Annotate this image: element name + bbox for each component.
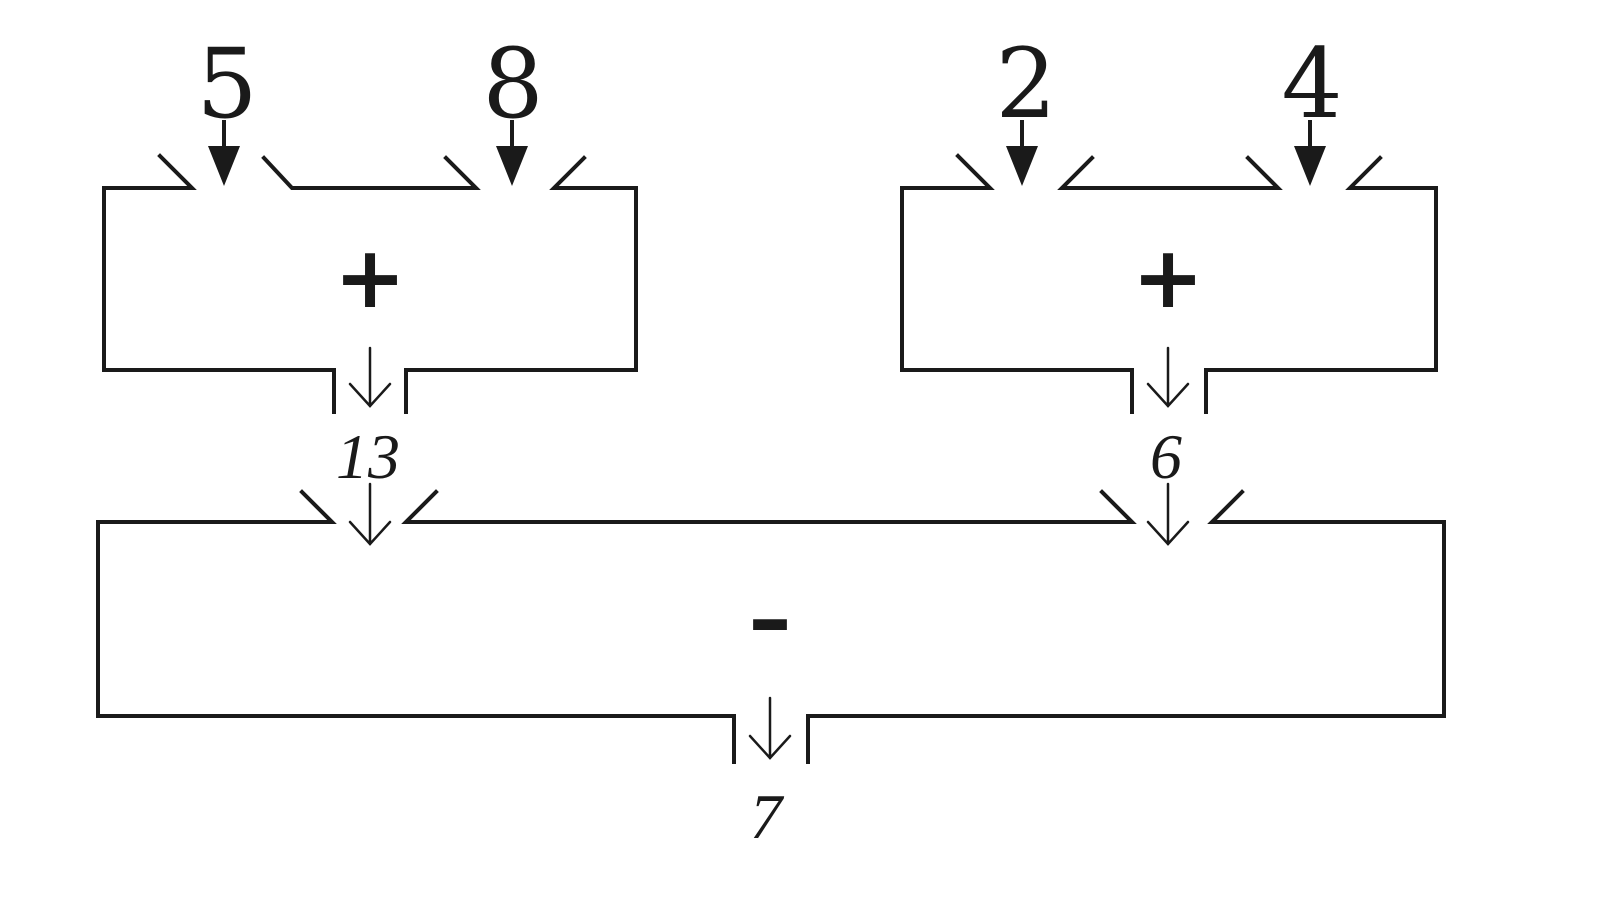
right-sum-result: 6 xyxy=(1150,421,1182,492)
minus-sign: – xyxy=(749,569,792,669)
left-output-arrow xyxy=(348,346,392,408)
left-addition-box xyxy=(102,153,638,414)
subtraction-box xyxy=(96,489,1446,764)
left-sum-result: 13 xyxy=(336,421,400,492)
subtraction-machine: – 7 xyxy=(96,482,1446,852)
input-arrow-a xyxy=(208,120,240,186)
subtraction-input-arrow-right xyxy=(1146,482,1190,546)
final-result: 7 xyxy=(750,781,785,852)
input-arrow-d xyxy=(1294,120,1326,186)
final-output-arrow xyxy=(748,696,792,760)
right-addition-box xyxy=(900,153,1438,414)
subtraction-input-arrow-left xyxy=(348,482,392,546)
right-plus-sign: + xyxy=(1132,228,1204,328)
right-output-arrow xyxy=(1146,346,1190,408)
left-addition-machine: 5 8 + 13 xyxy=(102,28,638,492)
input-arrow-b xyxy=(496,120,528,186)
input-number-a: 5 xyxy=(196,28,257,140)
input-arrow-c xyxy=(1006,120,1038,186)
input-number-c: 2 xyxy=(995,28,1056,140)
left-plus-sign: + xyxy=(334,228,406,328)
right-addition-machine: 2 4 + 6 xyxy=(900,28,1438,492)
